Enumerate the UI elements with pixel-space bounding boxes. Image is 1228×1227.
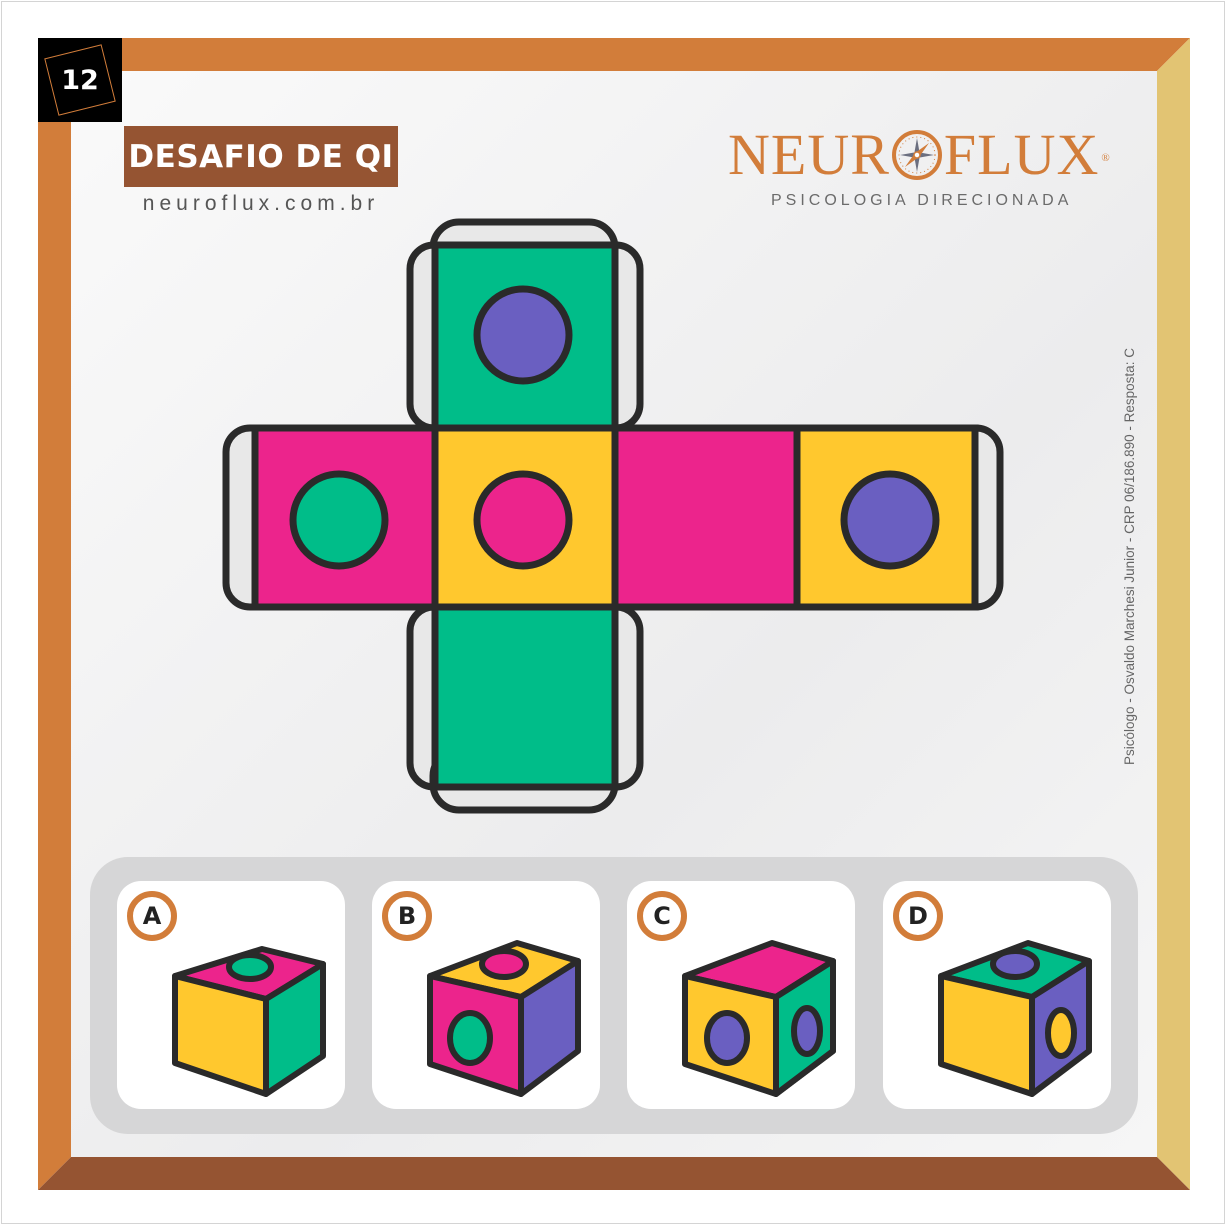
face-bottom bbox=[431, 603, 619, 791]
face-right-1 bbox=[611, 424, 801, 611]
frame-bottom bbox=[38, 1157, 1190, 1190]
challenge-number: 12 bbox=[61, 64, 99, 96]
frame-top bbox=[38, 38, 1190, 71]
option-b-label: B bbox=[382, 891, 432, 941]
brand-logo: NEUR FLUX ® PSICOLOGIA DIRECIONADA bbox=[728, 120, 1118, 210]
registered-mark: ® bbox=[1101, 152, 1111, 164]
badge-rotated-square bbox=[44, 44, 116, 116]
cube-d-icon bbox=[938, 940, 1092, 1097]
frame-right bbox=[1157, 38, 1190, 1190]
number-badge bbox=[38, 38, 122, 122]
frame-left bbox=[38, 38, 71, 1190]
option-c[interactable]: C bbox=[627, 881, 855, 1109]
title-banner: DESAFIO DE QI bbox=[124, 126, 398, 187]
circle-right-2 bbox=[840, 470, 940, 570]
cube-a-icon bbox=[172, 946, 326, 1097]
cube-c-icon bbox=[682, 940, 836, 1097]
cube-b-icon bbox=[427, 940, 581, 1097]
compass-icon bbox=[891, 130, 942, 180]
option-a-label: A bbox=[127, 891, 177, 941]
option-c-label: C bbox=[637, 891, 687, 941]
logo-tagline: PSICOLOGIA DIRECIONADA bbox=[771, 192, 1073, 209]
option-d[interactable]: D bbox=[883, 881, 1111, 1109]
logo-name-left: NEUR bbox=[728, 122, 890, 187]
circle-center bbox=[473, 470, 573, 570]
option-b[interactable]: B bbox=[372, 881, 600, 1109]
option-a[interactable]: A bbox=[117, 881, 345, 1109]
page-title: DESAFIO DE QI bbox=[128, 138, 394, 175]
author-credit: Psicólogo - Osvaldo Marchesi Junior - CR… bbox=[1122, 348, 1137, 765]
circle-top bbox=[473, 285, 573, 385]
logo-name-right: FLUX bbox=[943, 122, 1100, 187]
net-faces bbox=[251, 241, 979, 791]
circle-left bbox=[289, 470, 389, 570]
option-d-label: D bbox=[893, 891, 943, 941]
website-link[interactable]: neuroflux.com.br bbox=[142, 192, 380, 215]
